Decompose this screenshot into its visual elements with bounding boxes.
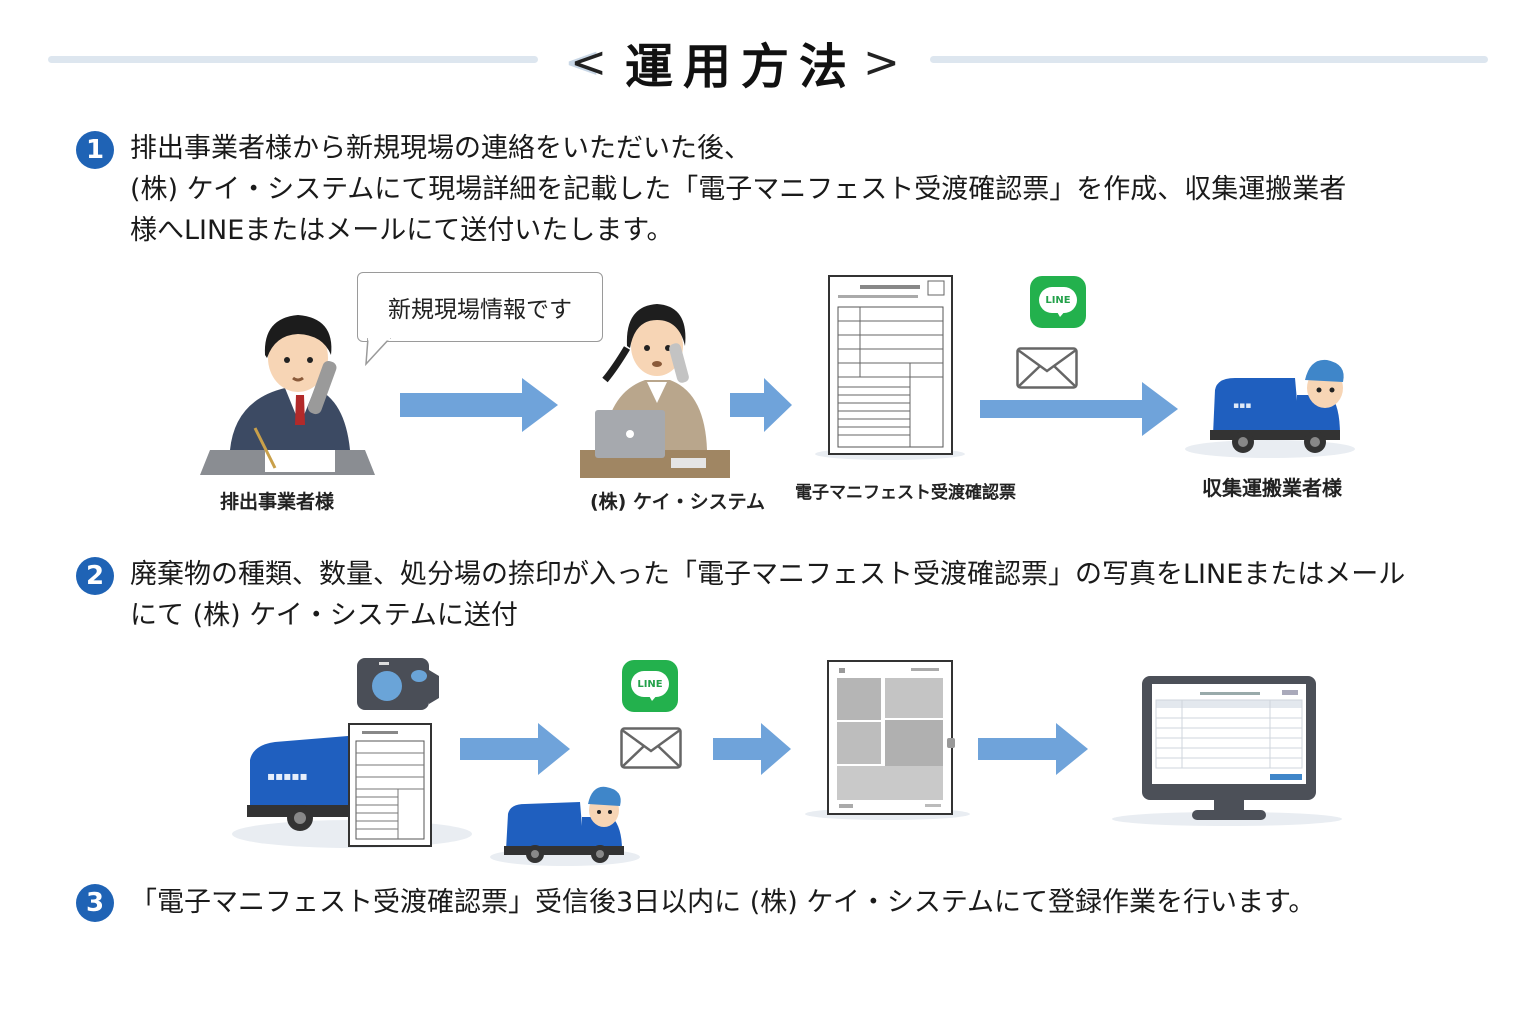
caption-document: 電子マニフェスト受渡確認票 (795, 483, 1016, 503)
arrow-right-icon (980, 382, 1178, 436)
manifest-form-lines (837, 280, 945, 448)
step-1-text: 排出事業者様から新規現場の連絡をいただいた後、 (株) ケイ・システムにて現場詳… (130, 128, 1346, 251)
office-worker-on-phone-illustration (580, 304, 730, 478)
svg-text:▪▪▪: ▪▪▪ (1233, 401, 1251, 411)
step-1-line-2: (株) ケイ・システムにて現場詳細を記載した「電子マニフェスト受渡確認票」を作成… (130, 174, 1347, 205)
line-logo-text: LINE (631, 671, 669, 697)
speech-bubble: 新規現場情報です (357, 272, 603, 342)
step-2-text: 廃棄物の種類、数量、処分場の捺印が入った「電子マニフェスト受渡確認票」の写真をL… (130, 554, 1405, 636)
arrow-right-icon (460, 723, 570, 775)
step-3-line-1: 「電子マニフェスト受渡確認票」受信後3日以内に (株) ケイ・システムにて登録作… (130, 887, 1316, 918)
document-clip (947, 738, 955, 748)
header-rule-right (930, 56, 1488, 63)
step-3-text: 「電子マニフェスト受渡確認票」受信後3日以内に (株) ケイ・システムにて登録作… (130, 882, 1315, 923)
step-3-badge: 3 (76, 884, 114, 922)
computer-monitor-illustration (1142, 676, 1316, 820)
line-app-icon: LINE (622, 660, 678, 712)
step-2-line-2: にて (株) ケイ・システムに送付 (130, 600, 518, 631)
page-title: < 運用方法 > (555, 30, 915, 96)
title-text: 運用方法 (624, 39, 857, 95)
mail-envelope-icon (620, 727, 682, 769)
caption-company: (株) ケイ・システム (590, 491, 766, 513)
svg-text:▪▪▪▪▪: ▪▪▪▪▪ (267, 769, 308, 783)
camera-icon (357, 658, 439, 710)
photo-grid (837, 668, 943, 808)
caption-carrier: 収集運搬業者様 (1202, 476, 1342, 500)
arrow-right-icon (978, 723, 1088, 775)
businessman-on-phone-illustration (200, 315, 375, 475)
caption-discharger: 排出事業者様 (220, 491, 335, 513)
manifest-form-lines (355, 731, 425, 840)
line-app-icon: LINE (1030, 276, 1086, 328)
arrow-right-icon (730, 378, 792, 432)
title-bracket-left: < (570, 36, 607, 88)
step-2-badge: 2 (76, 557, 114, 595)
line-logo-text: LINE (1039, 287, 1077, 313)
step-1-line-1: 排出事業者様から新規現場の連絡をいただいた後、 (130, 133, 751, 164)
manifest-document-illustration (348, 723, 432, 847)
garbage-truck-driver-illustration: ▪▪▪ (1210, 359, 1344, 453)
step-2-line-1: 廃棄物の種類、数量、処分場の捺印が入った「電子マニフェスト受渡確認票」の写真をL… (130, 559, 1406, 590)
speech-bubble-tail (365, 338, 392, 367)
title-bracket-right: > (863, 36, 900, 88)
photographed-manifest-document (827, 660, 953, 815)
manifest-document-illustration (828, 275, 953, 455)
step-1-line-3: 様へLINEまたはメールにて送付いたします。 (130, 215, 674, 246)
step-1-badge: 1 (76, 131, 114, 169)
mail-envelope-icon (1016, 347, 1078, 389)
garbage-truck-driver-illustration (504, 786, 624, 863)
garbage-truck-illustration: ▪▪▪▪▪ (247, 735, 365, 831)
arrow-right-icon (713, 723, 791, 775)
speech-bubble-text: 新規現場情報です (388, 297, 572, 323)
arrow-right-icon (400, 378, 558, 432)
header-rule-left (48, 56, 538, 63)
